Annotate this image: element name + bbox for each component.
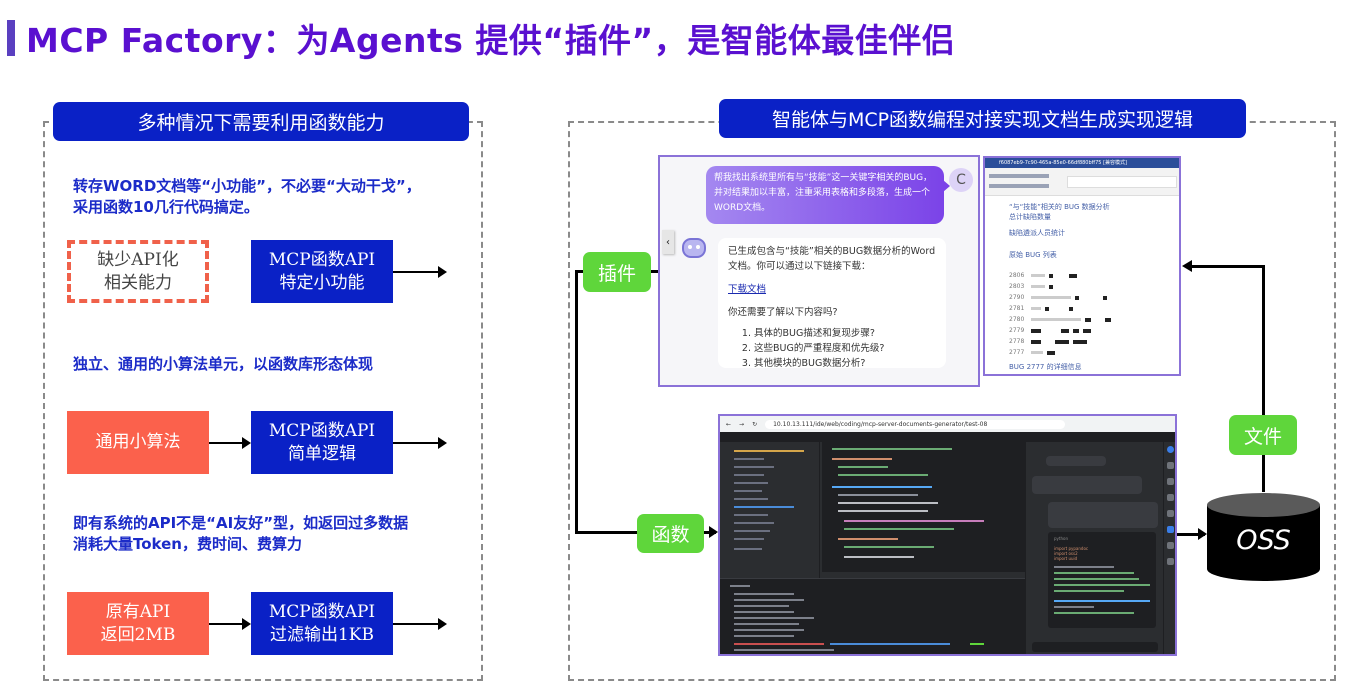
scenario-2-output-arrow (393, 437, 447, 449)
scenario-2-mcp-box: MCP函数API 简单逻辑 (251, 411, 393, 474)
word-ribbon (985, 168, 1179, 196)
scenario-1-mcp-box: MCP函数API 特定小功能 (251, 240, 393, 303)
word-section: 原始 BUG 列表 (1009, 251, 1057, 259)
scenario-3-mcp-box: MCP函数API 过滤输出1KB (251, 592, 393, 655)
connector-file-to-doc (1190, 265, 1265, 268)
right-panel-header: 智能体与MCP函数编程对接实现文档生成实现逻辑 (719, 99, 1246, 138)
scenario-1-output-arrow (393, 266, 447, 278)
bot-message-bubble: 已生成包含与“技能”相关的BUG数据分析的Word文档。你可以通过以下链接下载：… (718, 238, 946, 371)
function-label: 函数 (637, 514, 704, 553)
forward-icon[interactable]: → (739, 420, 745, 428)
scenario-1-source-box: 缺少API化 相关能力 (67, 240, 209, 303)
scenario-3-input-arrow (209, 618, 251, 630)
url-bar[interactable]: 10.10.13.111/ide/web/coding/mcp-server-d… (765, 419, 1066, 429)
bot-message-text: 已生成包含与“技能”相关的BUG数据分析的Word文档。你可以通过以下链接下载： (728, 246, 936, 272)
scenario-3-source-box: 原有API 返回2MB (67, 592, 209, 655)
ide-terminal (720, 578, 1025, 654)
word-section: 总计缺陷数量 (1009, 213, 1051, 221)
ai-chat-input[interactable] (1032, 642, 1158, 652)
ai-assistant-panel: python import pypandoc import oss2 impor… (1025, 442, 1163, 654)
ide-toolbar (720, 432, 1175, 442)
word-section: 缺陷遴派人员统计 (1009, 229, 1065, 237)
word-table-row: 2780 (1009, 314, 1169, 325)
ide-to-oss-arrow (1177, 528, 1207, 540)
suggestion-item[interactable]: 这些BUG的严重程度和优先级? (754, 341, 936, 356)
agent-chat-screenshot: 帮我找出系统里所有与“技能”这一关键字相关的BUG，并对结果加以丰富，注重采用表… (658, 155, 980, 387)
suggestion-item[interactable]: 其他模块的BUG数据分析? (754, 356, 936, 371)
word-table-row: 2779 (1009, 325, 1169, 336)
function-to-ide-arrow (704, 526, 718, 538)
scenario-2-source-box: 通用小算法 (67, 411, 209, 474)
word-table-row: 2778 (1009, 336, 1169, 347)
word-table-row: 2777 (1009, 347, 1169, 358)
word-window-title: f6087eb9-7c90-465a-85e0-66df880bff75 [兼容… (985, 158, 1179, 168)
suggestion-item[interactable]: 具体的BUG描述和复现步骤? (754, 326, 936, 341)
ai-code-block: python import pypandoc import oss2 impor… (1048, 532, 1156, 628)
left-panel-header: 多种情况下需要利用函数能力 (53, 102, 469, 141)
ai-greeting-message (1046, 456, 1106, 466)
scenario-2-input-arrow (209, 437, 251, 449)
connector-function-left (575, 531, 637, 534)
title-accent-bar (7, 20, 15, 56)
scenario-1-description: 转存WORD文档等“小功能”，不必要“大动干戈”， 采用函数10几行代码搞定。 (73, 177, 421, 216)
word-table-row: 2803 (1009, 281, 1169, 292)
suggestion-list: 具体的BUG描述和复现步骤? 这些BUG的严重程度和优先级? 其他模块的BUG数… (754, 326, 936, 371)
word-document-body: “与“技能”相关的 BUG 数据分析 总计缺陷数量 缺陷遴派人员统计 原始 BU… (985, 196, 1179, 372)
back-icon[interactable]: ← (726, 420, 732, 428)
ide-screenshot: ← → ↻ 10.10.13.111/ide/web/coding/mcp-se… (718, 414, 1177, 656)
word-document-screenshot: f6087eb9-7c90-465a-85e0-66df880bff75 [兼容… (983, 156, 1181, 376)
plugin-label: 插件 (583, 252, 651, 292)
ai-reply-message (1048, 502, 1158, 528)
scenario-3-output-arrow (393, 618, 447, 630)
file-label: 文件 (1229, 415, 1297, 455)
word-table-row: 2781 (1009, 303, 1169, 314)
user-avatar: C (949, 168, 973, 192)
database-cylinder-icon (1207, 493, 1320, 581)
download-document-link[interactable]: 下载文档 (728, 284, 767, 295)
word-footer: BUG 2777 的详细信息 (1009, 363, 1082, 371)
collapse-chevron-icon[interactable]: ‹ (662, 230, 674, 254)
word-table-row: 2806 (1009, 270, 1169, 281)
scenario-2-description: 独立、通用的小算法单元，以函数库形态体现 (73, 355, 374, 373)
reload-icon[interactable]: ↻ (752, 420, 758, 428)
user-message-bubble: 帮我找出系统里所有与“技能”这一关键字相关的BUG，并对结果加以丰富，注重采用表… (706, 166, 950, 224)
ide-code-editor (822, 442, 1025, 572)
ide-right-rail (1163, 442, 1175, 654)
word-heading: “与“技能”相关的 BUG 数据分析 (1009, 203, 1110, 211)
word-table-row: 2790 (1009, 292, 1169, 303)
connector-plugin-left (575, 270, 583, 273)
connector-oss-vertical (1262, 266, 1265, 492)
oss-label: OSS (1236, 525, 1291, 556)
connector-vertical-left (575, 271, 578, 533)
page-title: MCP Factory：为Agents 提供“插件”，是智能体最佳伴侣 (26, 21, 956, 60)
ai-user-message (1032, 476, 1142, 494)
browser-toolbar: ← → ↻ 10.10.13.111/ide/web/coding/mcp-se… (720, 416, 1175, 432)
connector-plugin-right (651, 270, 659, 273)
bot-avatar-icon (682, 238, 706, 258)
oss-storage: OSS (1207, 491, 1320, 583)
file-to-doc-arrowhead (1182, 260, 1192, 272)
scenario-3-description: 即有系统的API不是“AI友好”型，如返回过多数据 消耗大量Token，费时间、… (73, 514, 409, 553)
ide-file-tree (720, 442, 820, 602)
followup-question: 你还需要了解以下内容吗? (728, 307, 838, 318)
